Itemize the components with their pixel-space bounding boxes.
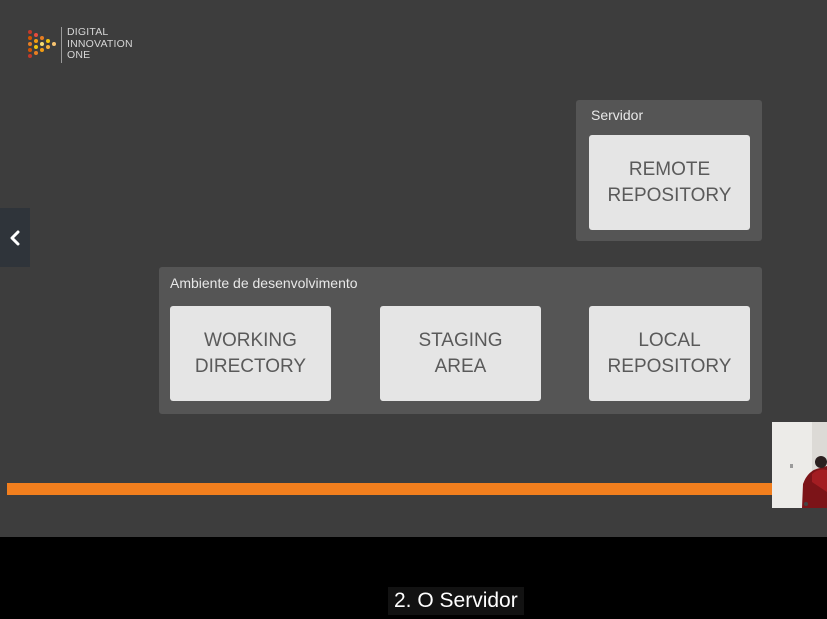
previous-slide-button[interactable] [0, 208, 30, 267]
video-progress-fill [7, 483, 766, 495]
logo-divider [61, 27, 62, 63]
brand-logo: DIGITAL INNOVATION ONE [27, 26, 147, 66]
server-label: Servidor [591, 107, 644, 123]
chevron-left-icon [10, 230, 20, 245]
lesson-slide: DIGITAL INNOVATION ONE Servidor REMOTE R… [0, 0, 827, 537]
remote-repository-card: REMOTE REPOSITORY [589, 135, 750, 230]
subtitle-caption: 2. O Servidor [388, 587, 524, 615]
logo-wordmark: DIGITAL INNOVATION ONE [67, 26, 133, 61]
working-directory-card: WORKING DIRECTORY [170, 306, 331, 401]
local-repository-card: LOCAL REPOSITORY [589, 306, 750, 401]
server-environment-box: Servidor REMOTE REPOSITORY [576, 100, 762, 241]
dev-environment-label: Ambiente de desenvolvimento [170, 275, 358, 291]
play-triangle-logo-icon [28, 30, 56, 58]
staging-area-card: STAGING AREA [380, 306, 541, 401]
presenter-webcam-thumbnail [772, 422, 827, 508]
dev-environment-box: Ambiente de desenvolvimento WORKING DIRE… [159, 267, 762, 414]
video-progress-bar[interactable] [7, 483, 773, 495]
presenter-silhouette [772, 422, 827, 508]
